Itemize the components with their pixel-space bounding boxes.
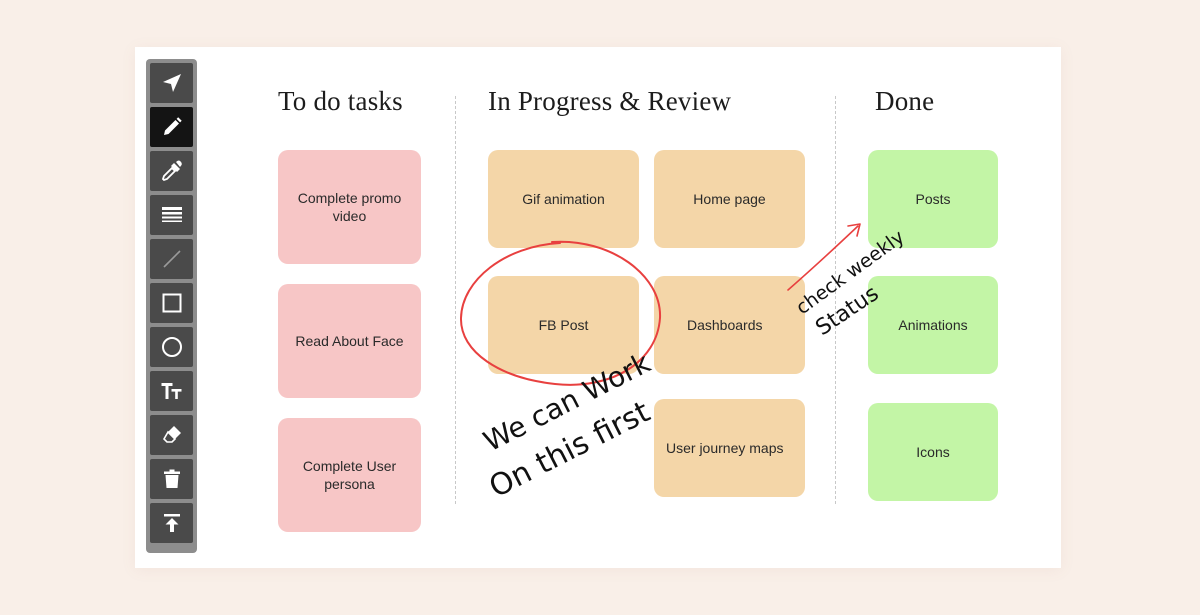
- done-card-posts[interactable]: Posts: [868, 150, 998, 248]
- eraser-tool-button[interactable]: [150, 415, 193, 455]
- delete-tool-button[interactable]: [150, 459, 193, 499]
- line-tool-button[interactable]: [150, 239, 193, 279]
- eyedropper-tool-button[interactable]: [150, 151, 193, 191]
- line-weight-tool-button[interactable]: [150, 195, 193, 235]
- done-column-title: Done: [875, 86, 935, 116]
- upload-icon: [163, 514, 180, 532]
- cursor-arrow-icon: [162, 74, 181, 92]
- select-tool-button[interactable]: [150, 63, 193, 103]
- export-tool-button[interactable]: [150, 503, 193, 543]
- todo-card-about-face[interactable]: Read About Face: [278, 284, 421, 398]
- drawing-toolbar: [146, 59, 197, 553]
- progress-card-fb-post[interactable]: FB Post: [488, 276, 639, 374]
- text-size-icon: [161, 383, 181, 399]
- todo-card-user-persona[interactable]: Complete User persona: [278, 418, 421, 532]
- ellipse-tool-button[interactable]: [150, 327, 193, 367]
- progress-card-home-page[interactable]: Home page: [654, 150, 805, 248]
- done-card-animations[interactable]: Animations: [868, 276, 998, 374]
- eraser-icon: [162, 426, 181, 443]
- progress-column-title: In Progress & Review: [488, 86, 732, 116]
- line-weight-icon: [161, 207, 182, 222]
- square-icon: [162, 293, 181, 313]
- text-tool-button[interactable]: [150, 371, 193, 411]
- pencil-icon: [163, 117, 182, 135]
- column-divider: [455, 96, 456, 504]
- circle-icon: [161, 337, 182, 357]
- line-icon: [162, 250, 181, 268]
- pen-tool-button[interactable]: [150, 107, 193, 147]
- progress-card-gif-animation[interactable]: Gif animation: [488, 150, 639, 248]
- progress-card-dashboards[interactable]: Dashboards: [654, 276, 805, 374]
- rectangle-tool-button[interactable]: [150, 283, 193, 323]
- column-divider: [835, 96, 836, 504]
- eyedropper-icon: [161, 160, 182, 182]
- todo-column-title: To do tasks: [278, 86, 403, 116]
- todo-card-promo-video[interactable]: Complete promo video: [278, 150, 421, 264]
- progress-card-user-journey-maps[interactable]: User journey maps: [654, 399, 805, 497]
- done-card-icons[interactable]: Icons: [868, 403, 998, 501]
- trash-icon: [163, 469, 180, 488]
